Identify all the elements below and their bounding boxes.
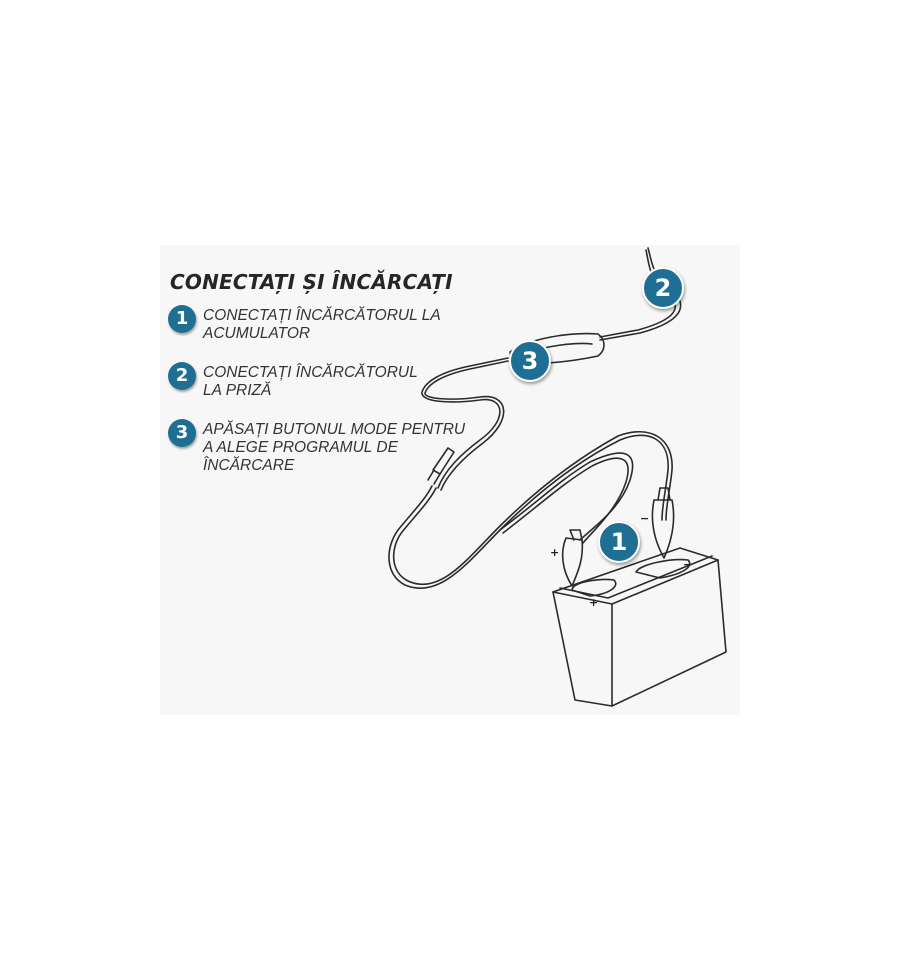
step-3-text: APĂSAȚI BUTONUL MODE PENTRU A ALEGE PROG… bbox=[203, 421, 466, 474]
quick-connector bbox=[432, 447, 455, 475]
illustration-background bbox=[160, 245, 740, 715]
step-3-badge: 3 bbox=[168, 419, 196, 447]
instruction-title: CONECTAȚI ȘI ÎNCĂRCAȚI bbox=[170, 270, 453, 294]
callout-battery: 1 bbox=[598, 521, 640, 563]
step-1-text: CONECTAȚI ÎNCĂRCĂTORUL LA ACUMULATOR bbox=[203, 307, 441, 342]
minus-sign-terminal: − bbox=[683, 558, 693, 571]
step-2-text: CONECTAȚI ÎNCĂRCĂTORUL LA PRIZĂ bbox=[203, 364, 418, 399]
battery bbox=[552, 547, 727, 707]
plus-sign-terminal: + bbox=[589, 596, 599, 609]
output-cable bbox=[421, 357, 509, 489]
minus-sign: − bbox=[640, 512, 650, 525]
plus-sign: + bbox=[550, 546, 560, 559]
step-1-badge: 1 bbox=[168, 305, 196, 333]
step-2-badge: 2 bbox=[168, 362, 196, 390]
callout-charger: 3 bbox=[509, 340, 551, 382]
positive-clamp bbox=[561, 537, 584, 587]
callout-plug: 2 bbox=[642, 267, 684, 309]
negative-clamp bbox=[651, 499, 675, 559]
